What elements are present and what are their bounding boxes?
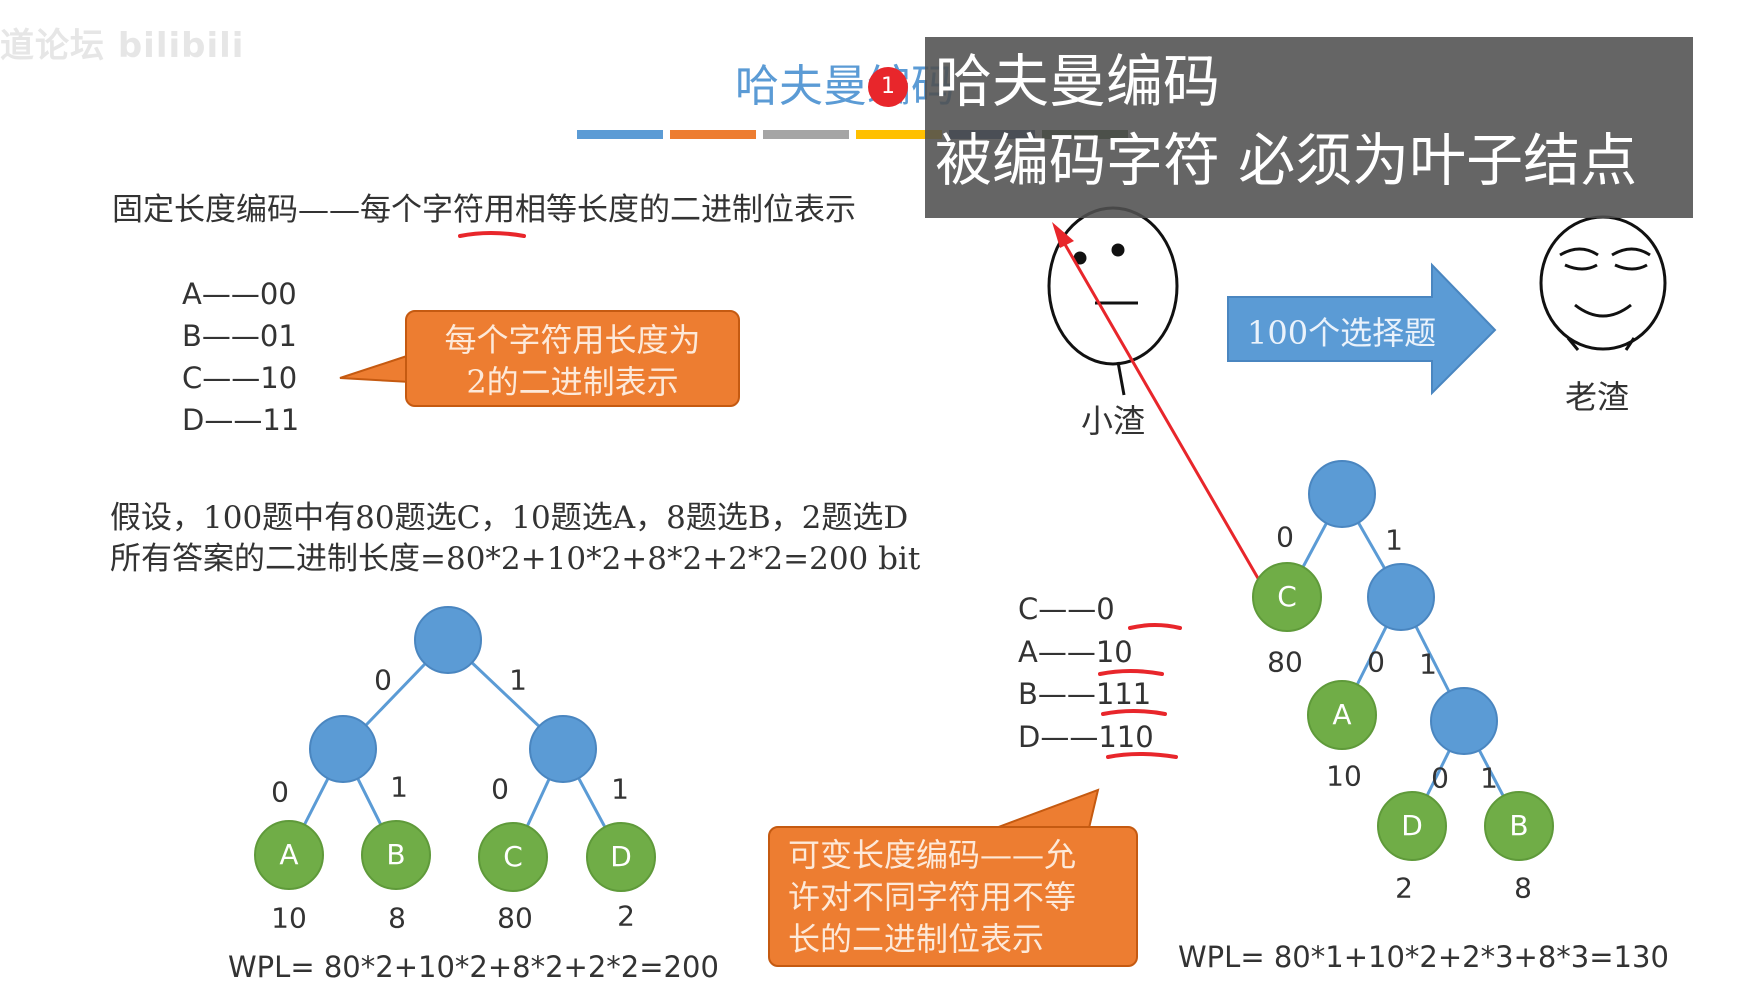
fixed-callout-line-1: 每个字符用长度为 — [444, 321, 701, 359]
left-weight: 8 — [388, 901, 406, 935]
left-weight: 10 — [271, 901, 307, 935]
variable-callout-line-1: 可变长度编码——允 — [788, 836, 1077, 874]
right-weight: 80 — [1267, 645, 1303, 679]
left-edge-label: 1 — [390, 770, 408, 804]
left-tree-leaf-a: A — [254, 820, 324, 890]
right-tree-root — [1308, 460, 1376, 528]
right-wpl: WPL= 80*1+10*2+2*3+8*3=130 — [1178, 940, 1669, 974]
variable-code-value: 111 — [1095, 677, 1152, 711]
divider-bar-3 — [763, 130, 849, 139]
variable-code-letter: D—— — [1018, 720, 1099, 754]
left-tree-leaf-c: C — [478, 822, 548, 892]
variable-code-value: 10 — [1095, 635, 1133, 669]
assumption-line-2: 所有答案的二进制长度=80*2+10*2+8*2+2*2=200 bit — [110, 541, 921, 577]
right-weight: 2 — [1395, 871, 1413, 905]
right-weight: 8 — [1514, 871, 1532, 905]
right-tree-leaf-b: B — [1484, 791, 1554, 861]
right-tree-leaf-d: D — [1377, 791, 1447, 861]
meme-face-right — [1539, 215, 1667, 351]
right-tree-leaf-c: C — [1252, 562, 1322, 632]
fixed-code-b: B——01 — [182, 319, 297, 353]
left-tree-leaf-d: D — [586, 822, 656, 892]
annotation-overlay: 哈夫曼编码 被编码字符 必须为叶子结点 — [925, 37, 1693, 218]
right-edge-label: 1 — [1385, 523, 1403, 557]
variable-code-letter: A—— — [1018, 635, 1096, 669]
left-edge-label: 1 — [611, 772, 629, 806]
fixed-length-callout: 每个字符用长度为 2的二进制表示 — [405, 310, 740, 407]
right-edge-label: 1 — [1480, 761, 1498, 795]
left-weight: 2 — [617, 899, 635, 933]
variable-code-row: D——110 — [1018, 720, 1154, 754]
left-wpl: WPL= 80*2+10*2+8*2+2*2=200 — [228, 950, 719, 984]
right-tree-node-1 — [1367, 563, 1435, 631]
right-weight: 10 — [1326, 759, 1362, 793]
person-label-right: 老渣 — [1565, 378, 1630, 416]
divider-bar-1 — [577, 130, 663, 139]
variable-callout-line-3: 长的二进制位表示 — [788, 920, 1045, 958]
right-edge-label: 0 — [1431, 761, 1449, 795]
divider-bar-2 — [670, 130, 756, 139]
left-weight: 80 — [497, 901, 533, 935]
overlay-line-2: 被编码字符 必须为叶子结点 — [935, 128, 1638, 194]
right-tree-node-11 — [1430, 687, 1498, 755]
variable-code-row: C——0 — [1018, 592, 1115, 626]
arrow-label: 100个选择题 — [1247, 314, 1437, 352]
fixed-code-c: C——10 — [182, 361, 298, 395]
right-edge-label: 1 — [1419, 647, 1437, 681]
fixed-length-heading: 固定长度编码——每个字符用相等长度的二进制位表示 — [112, 192, 856, 228]
left-edge-label: 0 — [491, 772, 509, 806]
variable-code-row: A——10 — [1018, 635, 1133, 669]
overlay-line-1: 哈夫曼编码 — [935, 49, 1220, 115]
fixed-callout-line-2: 2的二进制表示 — [466, 363, 679, 401]
left-edge-label: 0 — [374, 663, 392, 697]
left-edge-label: 0 — [271, 775, 289, 809]
variable-callout-line-2: 许对不同字符用不等 — [788, 878, 1077, 916]
left-tree-leaf-b: B — [361, 820, 431, 890]
variable-code-letter: C—— — [1018, 592, 1097, 626]
right-tree-leaf-a: A — [1307, 680, 1377, 750]
assumption-line-1: 假设，100题中有80题选C，10题选A，8题选B，2题选D — [110, 500, 909, 536]
left-tree-node-1 — [529, 715, 597, 783]
right-edge-label: 0 — [1367, 645, 1385, 679]
divider-bar-4 — [856, 130, 942, 139]
slide-title: 哈夫曼编码 — [735, 61, 955, 112]
left-tree-node-0 — [309, 715, 377, 783]
fixed-code-d: D——11 — [182, 403, 300, 437]
left-tree-root — [414, 606, 482, 674]
variable-code-value: 0 — [1096, 592, 1115, 626]
fixed-code-a: A——00 — [182, 277, 297, 311]
variable-code-row: B——111 — [1018, 677, 1151, 711]
annotation-badge[interactable]: 1 — [868, 67, 908, 107]
person-label-left: 小渣 — [1081, 402, 1146, 440]
variable-code-letter: B—— — [1018, 677, 1096, 711]
variable-length-callout: 可变长度编码——允 许对不同字符用不等 长的二进制位表示 — [768, 826, 1138, 967]
bilibili-watermark: 道论坛 bilibili — [0, 26, 245, 66]
variable-code-value: 110 — [1098, 720, 1154, 754]
left-edge-label: 1 — [509, 663, 527, 697]
right-edge-label: 0 — [1276, 520, 1294, 554]
